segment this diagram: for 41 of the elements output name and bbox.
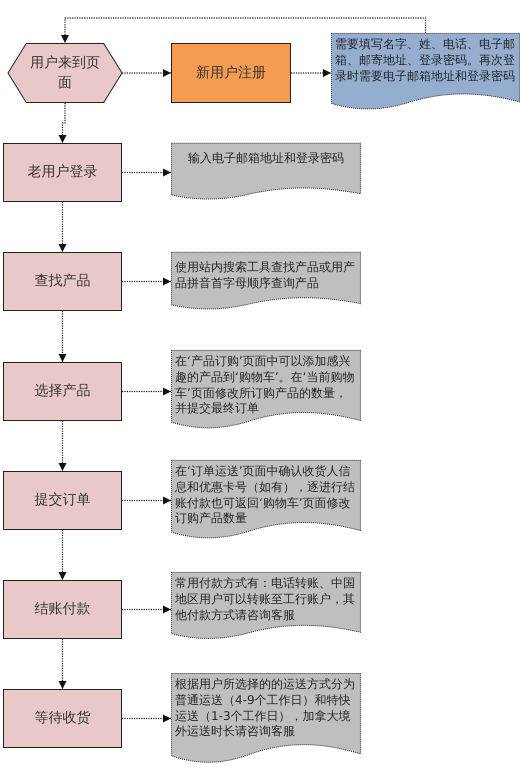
arrow [122,69,171,77]
step-label: 用户来到页面 [29,54,101,93]
arrow [58,202,66,252]
start-hexagon [8,43,122,103]
process-box [3,689,122,748]
arrow [122,278,171,286]
process-box [3,252,122,311]
step-label: 提交订单 [34,491,92,510]
document-shape [171,572,361,642]
arrow [58,103,66,143]
arrow [291,69,331,77]
arrow [122,388,171,396]
note-text: 常用付款方式有：电话转账、中国地区用户可以转账至工行账户，其他付款方式请咨询客服 [174,575,356,624]
process-box [3,362,122,421]
arrow [61,17,426,43]
step-label: 等待收货 [34,709,92,728]
note-text: 根据用户所选择的的运送方式分为普通运送（4-9个工作日）和特快运送（1-3个工作日），加拿大境外运送时长请咨询客服 [174,676,356,740]
arrow [58,639,66,689]
arrow [122,496,171,504]
step-label: 选择产品 [34,382,92,402]
process-box [3,580,122,639]
step-label: 新用户注册 [195,64,267,83]
step-label: 老用户登录 [26,163,98,182]
document-shape [171,252,361,312]
note-text: 使用站内搜索工具查找产品或用产品拼音首字母顺序查询产品 [174,259,356,292]
process-box [171,43,291,103]
document-shape [171,143,361,202]
step-label: 结账付款 [34,600,92,620]
note-text: 在‘产品订购’页面中可以添加感兴趣的产品到‘购物车’。在‘当前购物车’页面修改所订购产品的数量，并提交最终订单 [174,353,356,418]
arrow [58,530,66,580]
process-box [3,471,122,530]
process-box [3,143,122,202]
arrow [122,714,171,722]
arrow [122,168,171,176]
arrow [58,311,66,362]
arrow [122,606,171,614]
note-text: 在‘订单运送’页面中确认收货人信息和优惠卡号（如有），逐进行结账付款也可返回‘购物车’页面修改订购产品数量 [174,463,356,528]
note-text: 输入电子邮箱地址和登录密码 [187,150,345,167]
step-label: 查找产品 [34,272,92,292]
arrow [58,421,66,471]
note-text: 需要填写名字、姓、电话、电子邮箱、邮寄地址、登录密码。再次登录时需要电子邮箱地址和登录密码 [334,36,516,84]
